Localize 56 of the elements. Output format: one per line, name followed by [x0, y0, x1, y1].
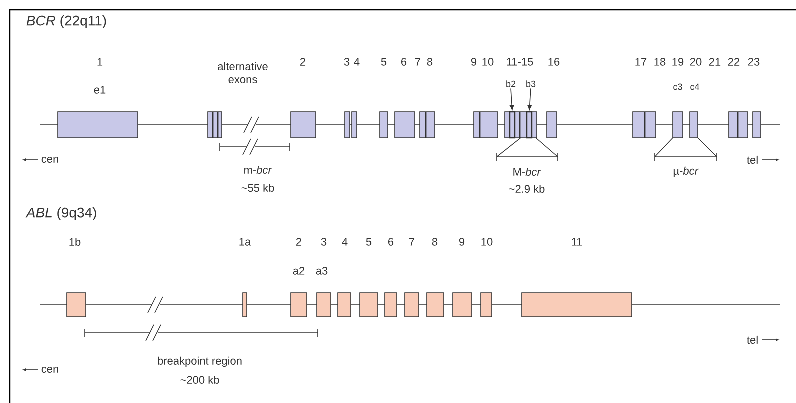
exon-number: 20: [690, 58, 702, 66]
exon-box: [526, 111, 533, 139]
exon-number: 5: [366, 238, 372, 246]
region-label: ~2.9 kb: [509, 184, 545, 194]
exon-number: 3: [344, 58, 350, 66]
exon-number: 1b: [70, 238, 81, 246]
exon-number: 7: [416, 58, 420, 66]
region-label: m-bcr: [244, 166, 272, 174]
exon-label: alternative exons: [218, 62, 268, 84]
exon-number: 9: [471, 58, 477, 66]
exon-number: a2: [293, 267, 305, 275]
direction-label: tel: [747, 156, 758, 164]
exon-box: [509, 111, 516, 139]
arrow: [510, 88, 514, 110]
exon-number: 17: [636, 58, 647, 66]
exon-number: 1a: [240, 238, 252, 246]
exon-number: 1: [98, 58, 103, 66]
region-label: µ-bcr: [674, 166, 699, 178]
exon-number: 11-15: [507, 58, 534, 66]
exon-number: 10: [482, 58, 494, 66]
exon-number: a3: [316, 267, 328, 275]
exon-label: b3: [526, 80, 536, 88]
exon-number: 6: [402, 58, 407, 66]
exon-number: 19: [672, 58, 684, 66]
exon-number: 3: [321, 238, 327, 246]
exon-number: 8: [432, 238, 438, 246]
exon-number: 9: [459, 238, 465, 246]
exon-number: 18: [654, 58, 666, 66]
exon-number: 7: [410, 238, 414, 246]
direction-label: cen: [42, 366, 58, 373]
exon-number: 8: [427, 58, 433, 66]
exon-number: 21: [709, 58, 721, 66]
exon-number: 10: [482, 238, 493, 246]
exon-number: 11: [572, 238, 582, 246]
exon-number: e1: [94, 86, 106, 94]
exon-number: 22: [728, 58, 740, 66]
direction-label: cen: [42, 156, 58, 163]
exon-number: 4: [342, 238, 348, 246]
exon-number: 4: [354, 58, 360, 66]
exon-number: 2: [296, 238, 302, 246]
exon-number: 6: [388, 238, 394, 246]
arrow: [528, 88, 532, 110]
direction-label: tel: [747, 336, 758, 344]
exon-label: b2: [506, 80, 516, 88]
exon-label: c3: [674, 84, 682, 90]
exon-number: 23: [748, 58, 760, 66]
region-label: ~200 kb: [180, 376, 220, 384]
region-label: breakpoint region: [158, 356, 242, 368]
gene-title: ABL (9q34): [26, 207, 96, 221]
region-label: M-bcr: [514, 168, 542, 176]
region-label: ~55 kb: [242, 184, 274, 192]
exon-label: c4: [690, 84, 700, 90]
gene-title: BCR (22q11): [26, 15, 106, 29]
exon-number: 2: [300, 58, 306, 66]
exon-number: 16: [548, 58, 560, 66]
exon-number: 5: [381, 58, 387, 66]
